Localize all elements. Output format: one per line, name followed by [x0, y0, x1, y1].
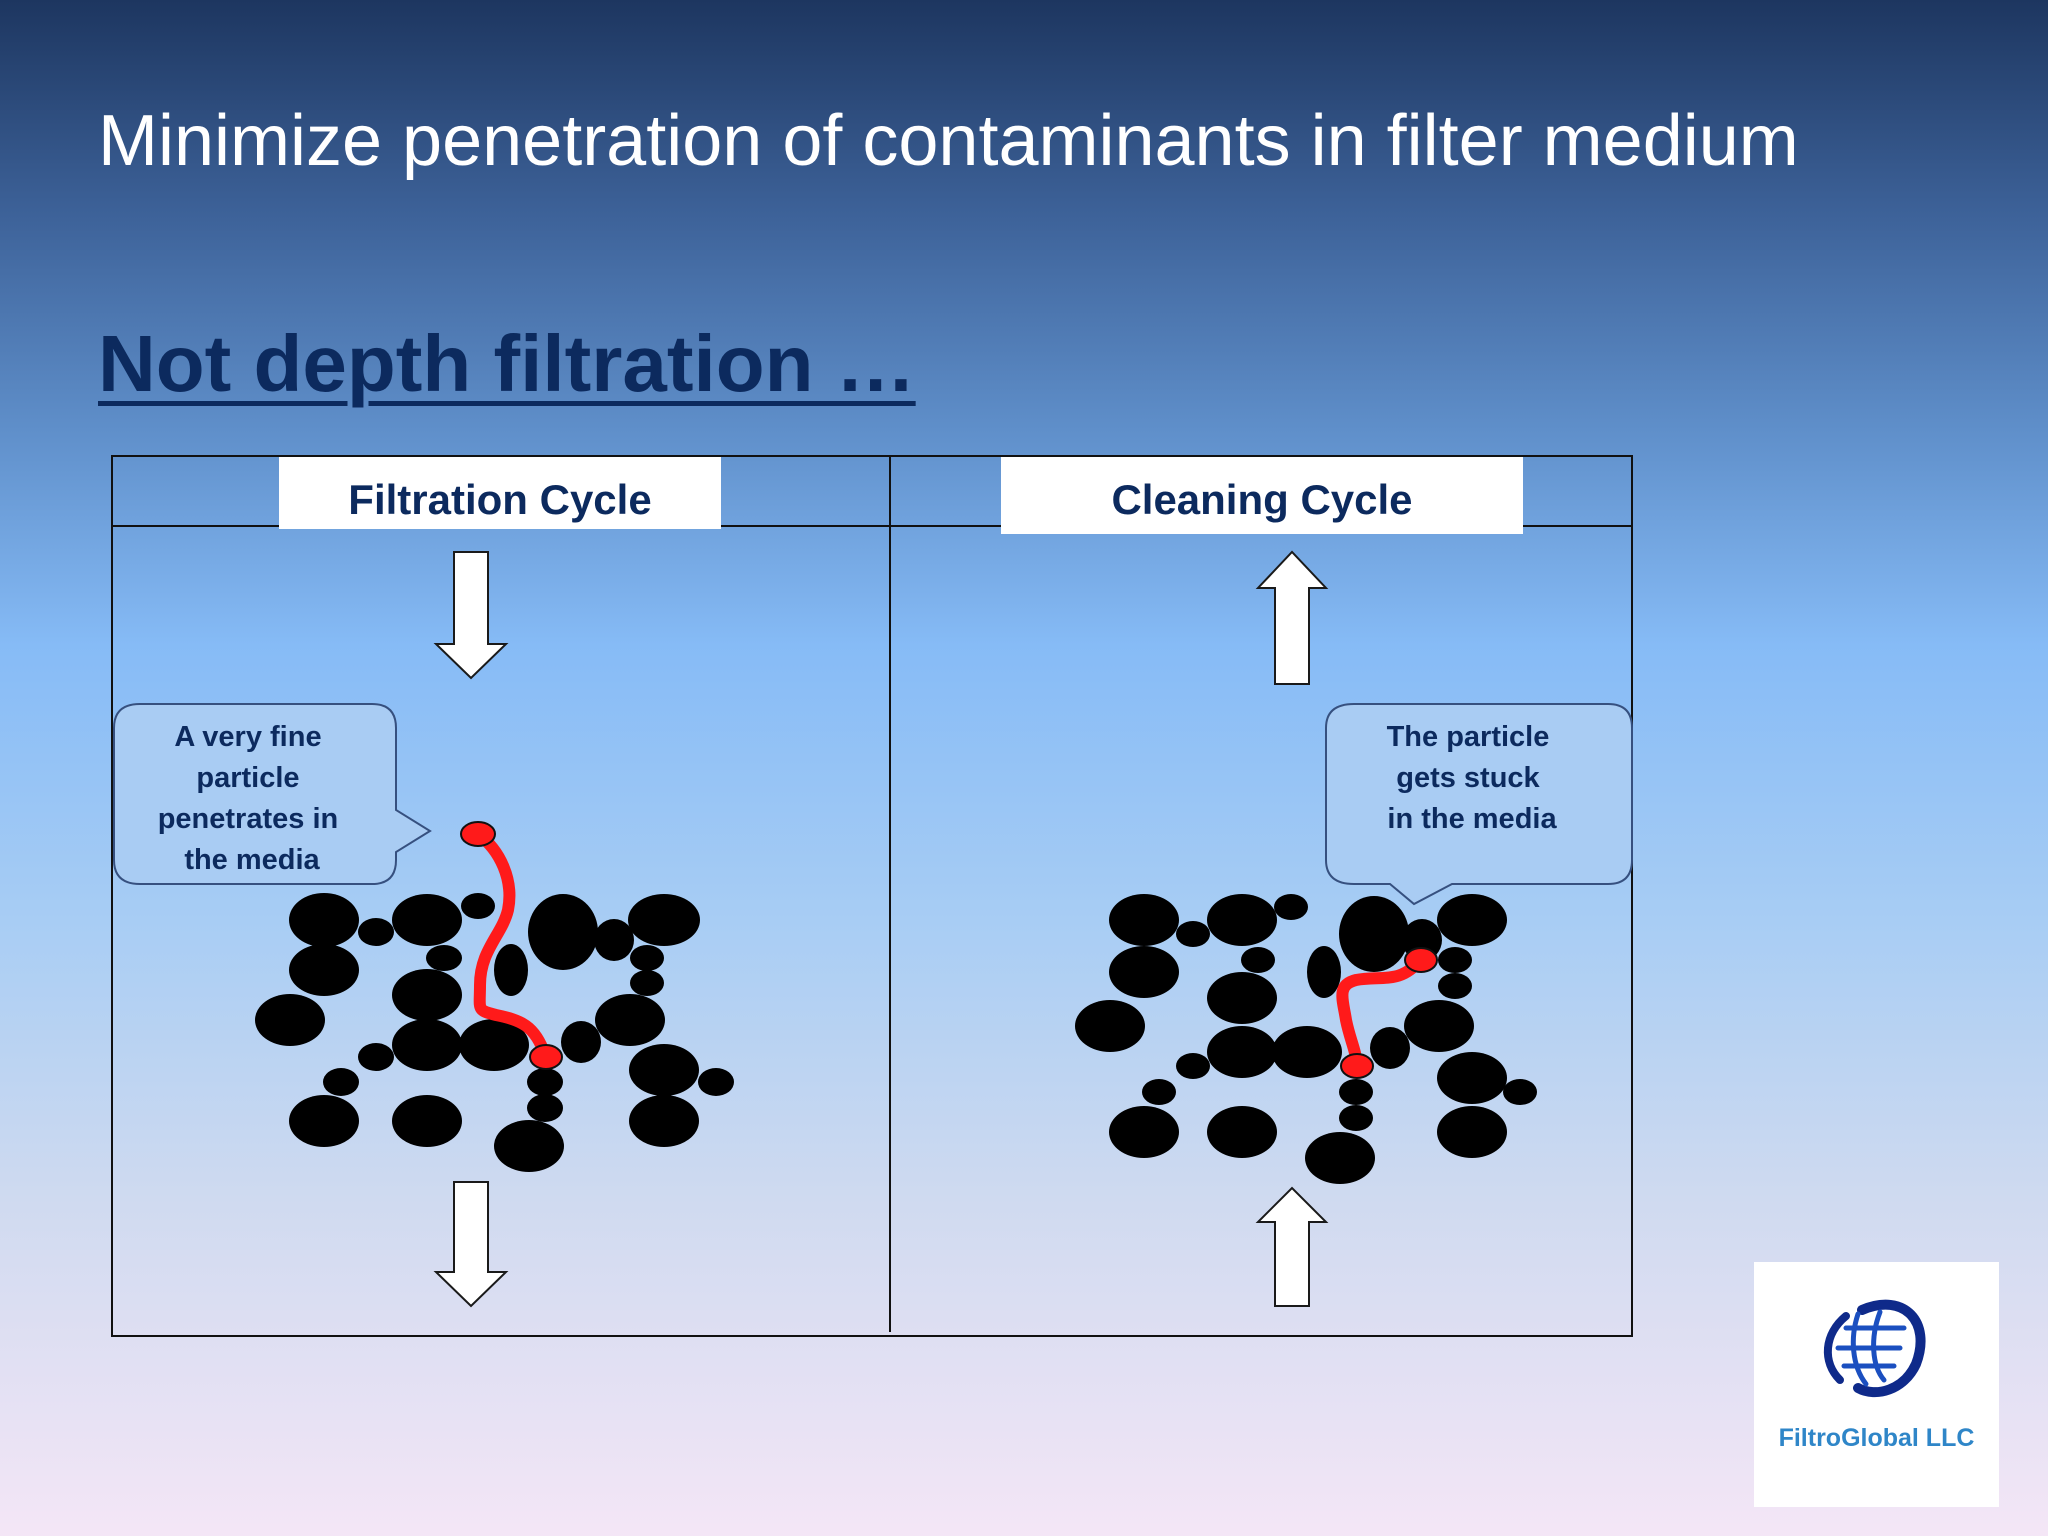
globe-icon: [1824, 1299, 1926, 1397]
right-particle-end: [1404, 947, 1438, 973]
left-particle-start: [460, 821, 496, 847]
right-callout-text: The particle gets stuck in the media: [1387, 721, 1558, 835]
diagram-frame: [111, 455, 1633, 1337]
cleaning-title-box: [1001, 457, 1523, 534]
right-filter-media: [1075, 894, 1537, 1184]
filtration-cycle-title: Filtration Cycle: [348, 476, 651, 523]
left-callout-text: A very fine particle penetrates in the m…: [158, 721, 347, 876]
company-logo-text: FiltroGlobal LLC: [1778, 1424, 1975, 1452]
slide-subtitle: Not depth filtration …: [98, 319, 916, 408]
slide-title: Minimize penetration of contaminants in …: [98, 101, 1799, 181]
flow-up-arrow-top: [1255, 550, 1329, 685]
left-particle-path: [472, 828, 551, 1061]
right-particle-path: [1336, 954, 1426, 1072]
cleaning-cycle-title: Cleaning Cycle: [1111, 476, 1412, 523]
company-logo: FiltroGlobal LLC: [1754, 1262, 1999, 1507]
left-filter-media: [255, 893, 734, 1172]
left-particle-end: [529, 1044, 563, 1070]
flow-up-arrow-bottom: [1255, 1186, 1329, 1307]
left-callout-bubble: [113, 703, 432, 885]
right-callout-bubble: [1325, 703, 1633, 906]
flow-down-arrow-top: [433, 551, 509, 680]
flow-down-arrow-bottom: [433, 1181, 509, 1308]
filtration-title-box: [279, 457, 721, 529]
right-particle-start: [1340, 1053, 1374, 1079]
